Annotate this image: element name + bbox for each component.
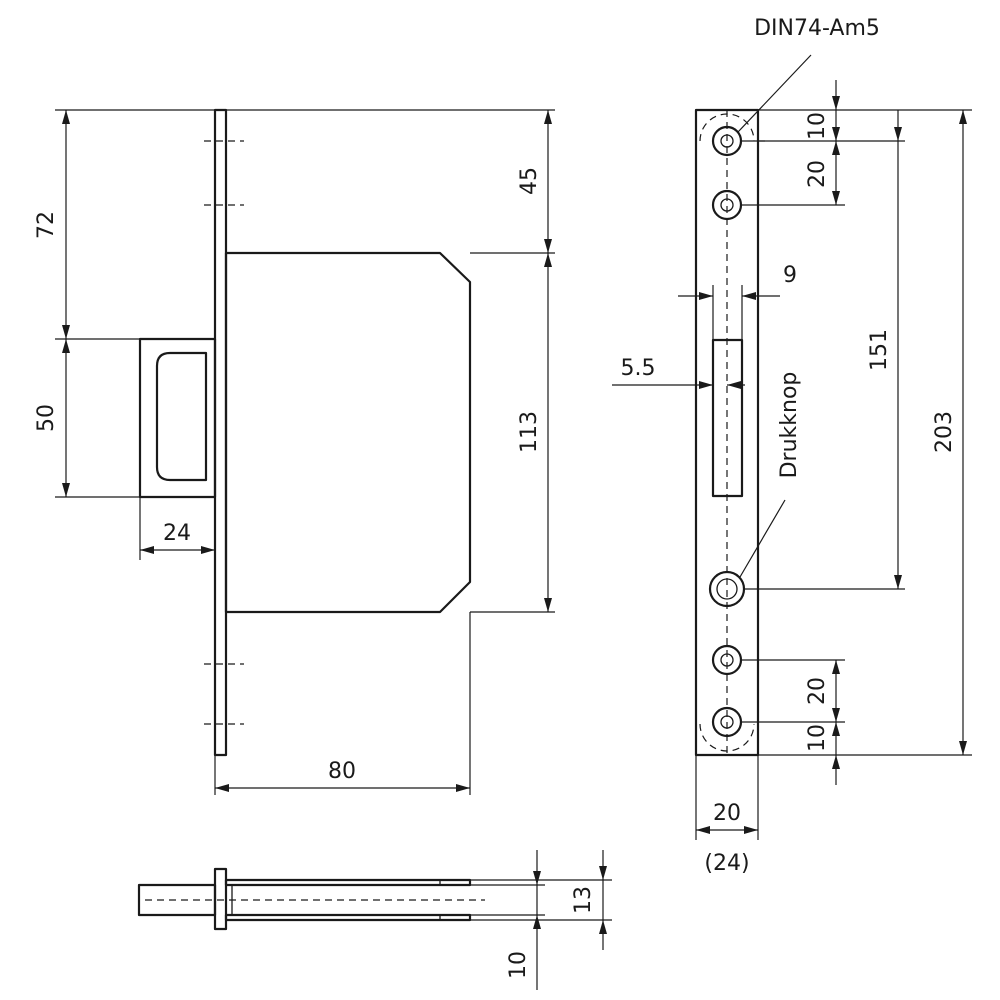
- dim-24: 24: [163, 521, 191, 546]
- dim-10-bottom: 10: [805, 724, 830, 752]
- dim-10-top: 10: [805, 112, 830, 140]
- dim-10-top-view: 10: [506, 951, 531, 979]
- dim-113: 113: [517, 411, 542, 453]
- case-top-upper: [224, 878, 472, 887]
- case-top-lower: [224, 913, 472, 922]
- front-plate: [213, 108, 228, 757]
- dim-80: 80: [328, 759, 356, 784]
- lock-side-view: 72 50 24 45 113 80: [34, 108, 555, 795]
- dim-24-alt: (24): [704, 851, 749, 876]
- bolt: [138, 337, 217, 499]
- front-plate-view: DIN74-Am5 Drukknop 10 20 9 5.5: [612, 16, 972, 876]
- label-screw-spec: DIN74-Am5: [754, 16, 880, 41]
- dim-20-top: 20: [805, 160, 830, 188]
- bolt-slot: [155, 351, 208, 482]
- dim-5-5: 5.5: [621, 356, 656, 381]
- dim-9: 9: [783, 263, 797, 288]
- dim-203: 203: [932, 411, 957, 453]
- push-button-hole: [708, 570, 746, 608]
- dim-20-bottom: 20: [805, 677, 830, 705]
- label-push-button: Drukknop: [777, 372, 802, 479]
- dim-13: 13: [571, 886, 596, 914]
- dim-20-width: 20: [713, 801, 741, 826]
- lock-top-view: 13 10: [137, 850, 612, 990]
- dim-45: 45: [517, 167, 542, 195]
- plate-top: [213, 867, 228, 931]
- dim-50: 50: [34, 404, 59, 432]
- dim-72: 72: [34, 211, 59, 239]
- lock-case: [224, 251, 472, 614]
- dim-151: 151: [867, 329, 892, 371]
- bolt-opening: [711, 338, 744, 498]
